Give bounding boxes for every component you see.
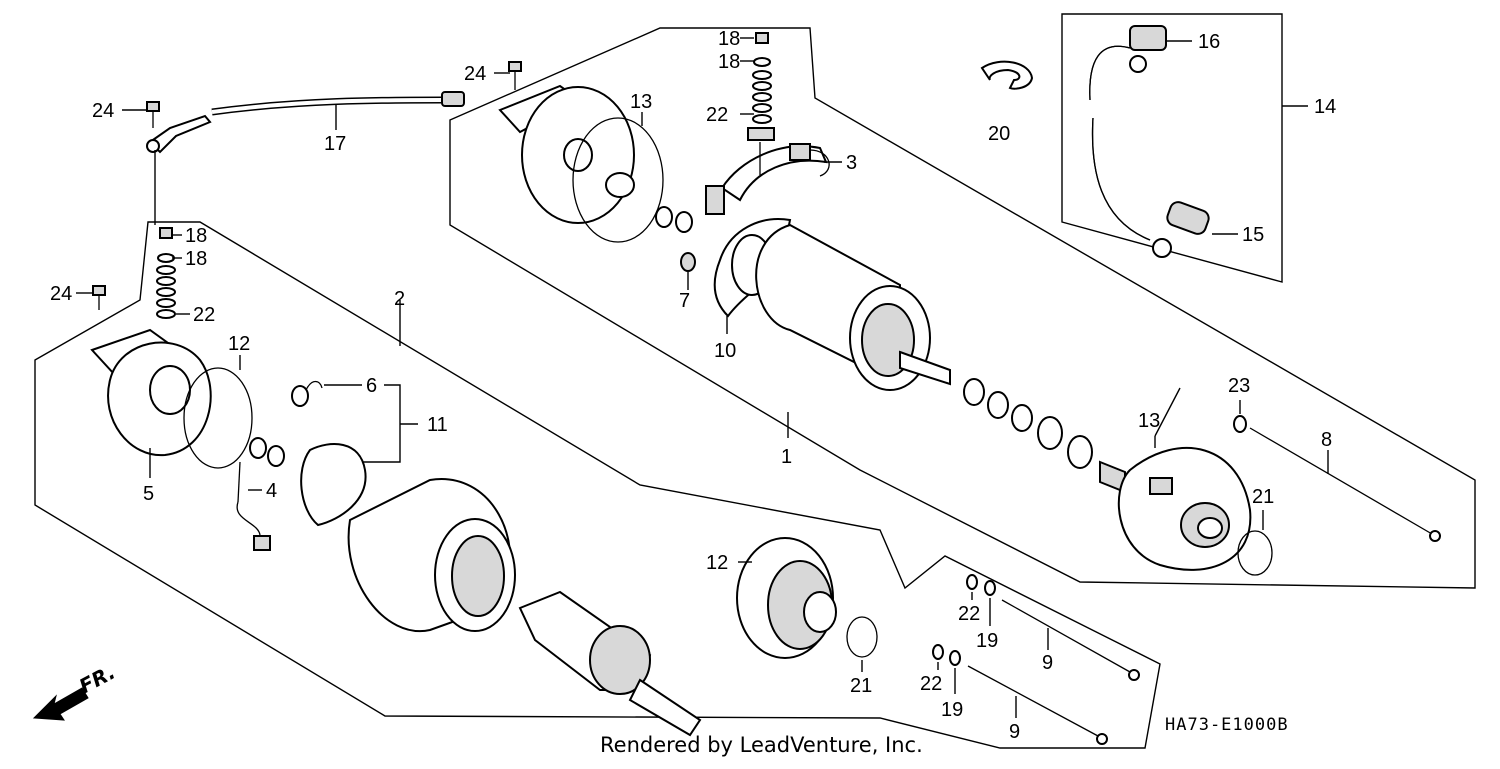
callout-18d: 18 — [185, 248, 207, 270]
callout-10: 10 — [714, 340, 736, 362]
callout-13b: 13 — [1138, 410, 1160, 432]
assembly-1-outline — [449, 27, 1476, 589]
callout-23: 23 — [1228, 375, 1250, 397]
render-credit: Rendered by LeadVenture, Inc. — [600, 733, 923, 757]
callout-24c: 24 — [50, 283, 72, 305]
callout-12a: 12 — [228, 333, 250, 355]
callout-19a: 19 — [976, 630, 998, 652]
terminal-hardware-upper — [752, 32, 772, 124]
assembly-2-outline — [34, 221, 1161, 749]
callout-22a: 22 — [706, 104, 728, 126]
front-cover-right — [1117, 446, 1252, 571]
callout-11: 11 — [427, 414, 448, 436]
callout-9b: 9 — [1009, 721, 1020, 743]
terminal-bolt-4 — [236, 461, 271, 551]
terminal-hardware-lower — [156, 227, 176, 319]
callout-20: 20 — [988, 123, 1010, 145]
front-direction-arrow — [32, 687, 89, 721]
cable-assembly-14 — [1089, 25, 1210, 258]
callout-2: 2 — [394, 288, 405, 310]
callout-18b: 18 — [718, 51, 740, 73]
cable-assembly-14-outline — [1061, 13, 1283, 283]
clip-20 — [980, 60, 1034, 90]
o-ring-13-upper — [572, 117, 664, 243]
callout-18c: 18 — [185, 225, 207, 247]
callout-21a: 21 — [1252, 486, 1274, 508]
long-bolt-8 — [1249, 427, 1441, 542]
o-ring-12-lower — [183, 367, 253, 469]
callout-8: 8 — [1321, 429, 1332, 451]
callout-15: 15 — [1242, 224, 1264, 246]
brush-holder-3 — [705, 127, 830, 215]
callout-6: 6 — [366, 375, 377, 397]
callout-4: 4 — [266, 480, 277, 502]
long-bolts-9 — [967, 599, 1140, 745]
yoke-lower — [347, 478, 516, 633]
callout-22d: 22 — [920, 673, 942, 695]
spring-7 — [680, 252, 696, 272]
drawing-code: HA73-E1000B — [1165, 715, 1289, 735]
bolt-24 — [92, 61, 522, 310]
armature — [518, 590, 702, 737]
cable-17 — [146, 91, 465, 154]
callout-22c: 22 — [958, 603, 980, 625]
callout-21b: 21 — [850, 675, 872, 697]
brush-6 — [291, 380, 323, 407]
callout-18a: 18 — [718, 28, 740, 50]
callout-12b: 12 — [706, 552, 728, 574]
rear-cover-lower — [90, 328, 212, 457]
callout-22b: 22 — [193, 304, 215, 326]
yoke-upper — [755, 223, 951, 391]
callout-1: 1 — [781, 446, 792, 468]
washer-23 — [1233, 415, 1247, 433]
insulator-plate-11 — [300, 443, 367, 527]
callout-9a: 9 — [1042, 652, 1053, 674]
callout-24a: 24 — [464, 63, 486, 85]
callout-24b: 24 — [92, 100, 114, 122]
callout-3: 3 — [846, 152, 857, 174]
callout-13a: 13 — [630, 91, 652, 113]
callout-7: 7 — [679, 290, 690, 312]
front-cover-lower — [736, 537, 837, 659]
callout-19b: 19 — [941, 699, 963, 721]
callout-14: 14 — [1314, 96, 1336, 118]
o-ring-21-lower — [846, 616, 878, 658]
rear-cover-upper — [498, 84, 635, 224]
callout-5: 5 — [143, 483, 154, 505]
callout-16: 16 — [1198, 31, 1220, 53]
o-ring-21-right — [1237, 530, 1273, 576]
callout-17: 17 — [324, 133, 346, 155]
